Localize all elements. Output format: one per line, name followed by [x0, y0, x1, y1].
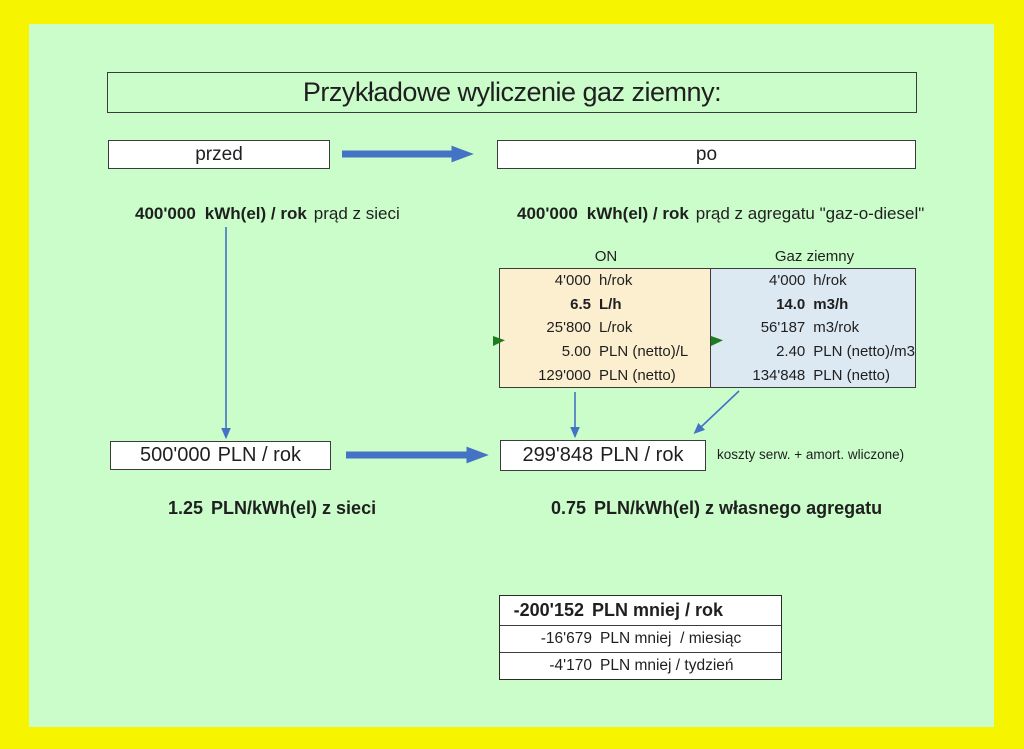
after-energy-line: 400'000 kWh(el) / rok prąd z agregatu "gaz… [517, 204, 924, 224]
table-row: 6.5 L/h [500, 293, 710, 317]
cell-unit: L/h [599, 295, 622, 313]
savings-row-month: -16'679 PLN mniej / miesiąc [500, 625, 781, 652]
table-row: 129'000 PLN (netto) [500, 363, 710, 387]
after-energy-unit: kWh(el) / rok [586, 204, 689, 223]
cell-value: 6.5 [570, 295, 591, 313]
after-label: po [695, 143, 718, 165]
cell-value: 4'000 [769, 272, 806, 290]
before-cost-value: 500'000 [140, 444, 211, 466]
column-header-diesel: ON [594, 248, 618, 265]
after-unit-price-value: 0.75 [551, 498, 587, 518]
after-unit-price-line: 0.75 PLN/kWh(el) z własnego agregatu [551, 498, 882, 519]
savings-label: PLN mniej / tydzień [600, 657, 734, 674]
before-label-box: przed [108, 140, 330, 169]
before-energy-value: 400'000 [135, 204, 196, 223]
cell-unit: L/rok [599, 319, 633, 337]
table-row: 14.0 m3/h [711, 293, 915, 317]
before-energy-unit: kWh(el) / rok [204, 204, 307, 223]
savings-value: -4'170 [549, 657, 592, 674]
after-cost-note: koszty serw. + amort. wliczone) [717, 447, 905, 462]
savings-label: PLN mniej / rok [592, 600, 724, 620]
savings-label: PLN mniej / miesiąc [600, 630, 742, 647]
before-label: przed [195, 143, 243, 165]
cell-value: 56'187 [760, 319, 806, 337]
savings-value: -200'152 [513, 600, 584, 620]
after-energy-note: prąd z agregatu "gaz-o-diesel" [695, 204, 925, 223]
cell-flag-icon [493, 336, 505, 346]
cell-unit: PLN (netto)/m3 [813, 343, 915, 361]
savings-row-year: -200'152 PLN mniej / rok [500, 596, 781, 625]
savings-value: -16'679 [540, 630, 592, 647]
table-row: 56'187 m3/rok [711, 316, 915, 340]
cell-value: 5.00 [561, 343, 591, 361]
after-annual-cost-box: 299'848 PLN / rok [500, 440, 706, 471]
cell-unit: m3/rok [813, 319, 860, 337]
cell-unit: h/rok [813, 272, 847, 290]
before-energy-line: 400'000 kWh(el) / rok prąd z sieci [135, 204, 400, 224]
table-row: 25'800 L/rok [500, 316, 710, 340]
before-unit-price-label: PLN/kWh(el) z sieci [211, 498, 377, 518]
cell-unit: PLN (netto) [813, 366, 890, 384]
cell-unit: m3/h [813, 295, 849, 313]
column-header-gas: Gaz ziemny [774, 248, 855, 265]
cell-value: 2.40 [776, 343, 806, 361]
cell-flag-icon [711, 336, 723, 346]
after-energy-value: 400'000 [517, 204, 578, 223]
table-row: 4'000 h/rok [500, 269, 710, 293]
before-energy-note: prąd z sieci [313, 204, 400, 223]
before-cost-unit: PLN / rok [217, 444, 301, 466]
before-unit-price-value: 1.25 [168, 498, 204, 518]
before-annual-cost-box: 500'000 PLN / rok [110, 441, 331, 470]
page-title-text: Przykładowe wyliczenie gaz ziemny: [302, 77, 722, 107]
savings-row-week: -4'170 PLN mniej / tydzień [500, 652, 781, 679]
cell-unit: PLN (netto) [599, 366, 676, 384]
after-cost-value: 299'848 [522, 444, 594, 466]
page-title: Przykładowe wyliczenie gaz ziemny: [107, 72, 917, 113]
cell-unit: h/rok [599, 272, 633, 290]
cell-value: 14.0 [776, 295, 806, 313]
cell-value: 134'848 [752, 366, 806, 384]
after-cost-unit: PLN / rok [600, 444, 684, 466]
table-row: 134'848 PLN (netto) [711, 363, 915, 387]
table-row: 5.00 PLN (netto)/L [500, 340, 710, 364]
after-unit-price-label: PLN/kWh(el) z własnego agregatu [594, 498, 883, 518]
table-row: 4'000 h/rok [711, 269, 915, 293]
before-unit-price-line: 1.25 PLN/kWh(el) z sieci [168, 498, 376, 519]
cell-value: 129'000 [538, 366, 591, 384]
cell-value: 4'000 [554, 272, 591, 290]
cell-value: 25'800 [546, 319, 591, 337]
after-label-box: po [497, 140, 916, 169]
table-row: 2.40 PLN (netto)/m3 [711, 340, 915, 364]
cell-unit: PLN (netto)/L [599, 343, 689, 361]
